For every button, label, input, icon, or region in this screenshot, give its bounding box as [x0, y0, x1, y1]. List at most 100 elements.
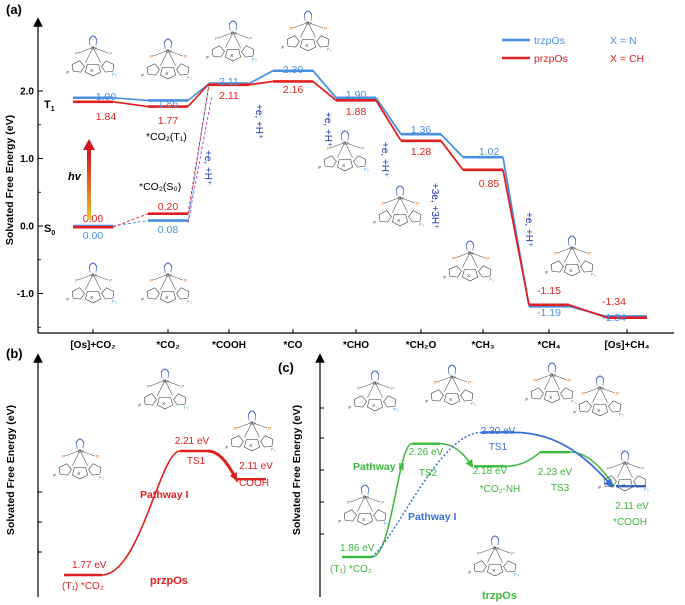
osmium-complex-structure-icon: [337, 484, 390, 528]
connector-trzpOs: [187, 83, 210, 221]
panel-c-value-ts2: 2.26 eV: [409, 447, 444, 458]
s0-label: S0: [44, 223, 55, 237]
panel-c-green-rise: [371, 442, 413, 558]
x-tick-label: *CO₂: [156, 340, 179, 351]
panel-a-y-axis-label: Solvated Free Energy (eV): [4, 115, 16, 245]
osmium-complex-structure-icon: [467, 535, 520, 579]
osmium-complex-structure-icon: [372, 185, 425, 229]
legend-name-przpOs: przpOs: [534, 53, 568, 65]
x-tick-label: *COOH: [212, 340, 246, 351]
panel-b-value-ts1: 2.21 eV: [175, 436, 210, 447]
panel-c-label: (c): [278, 360, 294, 375]
osmium-complex-structure-icon: [65, 262, 118, 306]
osmium-complex-structure-icon: [224, 410, 277, 454]
x-tick-label: *CO: [284, 340, 303, 351]
osmium-complex-structure-icon: [280, 10, 333, 54]
panel-c: (c) Solvated Free Energy (eV) 1.86 eV(T₁…: [278, 353, 650, 602]
triplet-co2-przpos-label: 1.77: [158, 115, 179, 127]
x-tick-label: *CH₂O: [406, 340, 437, 351]
panel-a-molecule-structures: [65, 10, 597, 306]
osmium-complex-structure-icon: [544, 235, 597, 279]
trzpos-value-label: 1.02: [479, 146, 500, 158]
panel-b-rise: [101, 450, 181, 576]
panel-c-green-fall: [439, 442, 474, 469]
y-tick-label: 0.0: [20, 222, 34, 233]
panel-c-y-axis-label: Solvated Free Energy (eV): [291, 405, 303, 535]
osmium-complex-structure-icon: [52, 438, 105, 482]
przpos-value-label: 1.28: [411, 146, 432, 158]
osmium-complex-structure-icon: [347, 370, 400, 414]
triplet-przpos-label: 1.84: [96, 111, 117, 123]
panel-b-value-cooh: 2.11 eV: [239, 461, 273, 472]
panel-c-green-rise2: [505, 451, 541, 468]
panel-c-blue-rise: [371, 431, 483, 558]
panel-c-point-ts3: TS3: [551, 483, 570, 494]
x-tick-label: *CH₃: [472, 340, 495, 351]
connector-przpOs: [568, 303, 608, 319]
panel-b-axes: [33, 353, 43, 597]
connector-przpOs: [187, 84, 210, 214]
t1-subscript: 1: [51, 106, 55, 113]
trzpos-value-label: 2.11: [219, 76, 239, 88]
panel-c-title: trzpOs: [482, 590, 517, 602]
trzpos-value-label: 1.36: [411, 124, 432, 136]
osmium-complex-structure-icon: [597, 450, 650, 494]
panel-c-axes: [315, 353, 325, 597]
panel-c-value-cooh: 2.11 eV: [615, 501, 649, 512]
panel-c-blue-fall: [513, 431, 614, 488]
trzpos-value-label: -1.34: [602, 312, 626, 324]
connector-przpOs: [248, 80, 274, 86]
x-tick-label: *CH₄: [537, 340, 560, 351]
electron-step-label: +e, +H⁺: [202, 150, 213, 185]
panel-b-y-axis-label: Solvated Free Energy (eV): [5, 405, 17, 535]
osmium-complex-structure-icon: [524, 362, 577, 406]
panel-c-pathway-i-label: Pathway I: [408, 511, 457, 523]
panel-c-point-cooh: *COOH: [613, 517, 647, 528]
panel-c-point-ts1: TS1: [489, 442, 508, 453]
panel-a-series: [73, 69, 647, 319]
panel-b-descent: [207, 449, 238, 481]
panel-b-value-co2: 1.77 eV: [72, 560, 107, 571]
t1-label: T1: [44, 99, 55, 113]
przpos-value-label: 2.11: [219, 90, 239, 102]
osmium-complex-structure-icon: [137, 368, 190, 412]
legend-name-trzpOs: trzpOs: [534, 35, 565, 47]
panel-c-value-co2nh: 2.18 eV: [473, 466, 508, 477]
electron-step-label: +e, +H⁺: [379, 142, 390, 177]
connector-trzpOs: [440, 133, 464, 158]
x-tick-label: *CHO: [343, 340, 369, 351]
excitation-arrow-shaft: [87, 150, 91, 220]
osmium-complex-structure-icon: [442, 240, 495, 284]
panel-c-value-co2: 1.86 eV: [340, 543, 375, 554]
panel-b-point-cooh: *COOH: [235, 478, 269, 489]
electron-step-label: +e, +H⁺: [523, 212, 534, 247]
panel-b-point-co2: (T₁) *CO₂: [62, 581, 104, 592]
connector-przpOs: [502, 169, 530, 305]
legend-x-trzpOs: X = N: [610, 35, 637, 47]
przpos-value-label: 2.16: [283, 84, 304, 96]
osmium-complex-structure-icon: [140, 38, 193, 82]
connector-przpOs: [440, 140, 464, 171]
panel-c-pathway-ii-label: Pathway II: [353, 461, 404, 473]
panel-a-triplet-levels: [73, 82, 210, 108]
dashed-transition: [187, 94, 213, 224]
co2-s0-label: *CO₂(S₀): [139, 181, 181, 193]
trzpos-value-label: 0.00: [83, 230, 104, 242]
osmium-complex-structure-icon: [205, 20, 258, 64]
osmium-complex-structure-icon: [572, 375, 625, 419]
przpos-value-label: 1.88: [346, 106, 367, 118]
przpos-value-label: -1.15: [537, 285, 561, 297]
panel-b-pathway-label: Pathway I: [140, 489, 189, 501]
x-tick-label: [Os]+CO₂: [70, 340, 115, 351]
przpos-value-label: -1.34: [602, 296, 626, 308]
osmium-complex-structure-icon: [140, 262, 193, 306]
przpos-value-label: 0.85: [479, 178, 500, 190]
panel-a-axes: [33, 17, 674, 334]
panel-b-label: (b): [6, 346, 23, 361]
przpos-value-label: 0.00: [83, 213, 104, 225]
y-tick-label: -1.0: [17, 289, 35, 300]
